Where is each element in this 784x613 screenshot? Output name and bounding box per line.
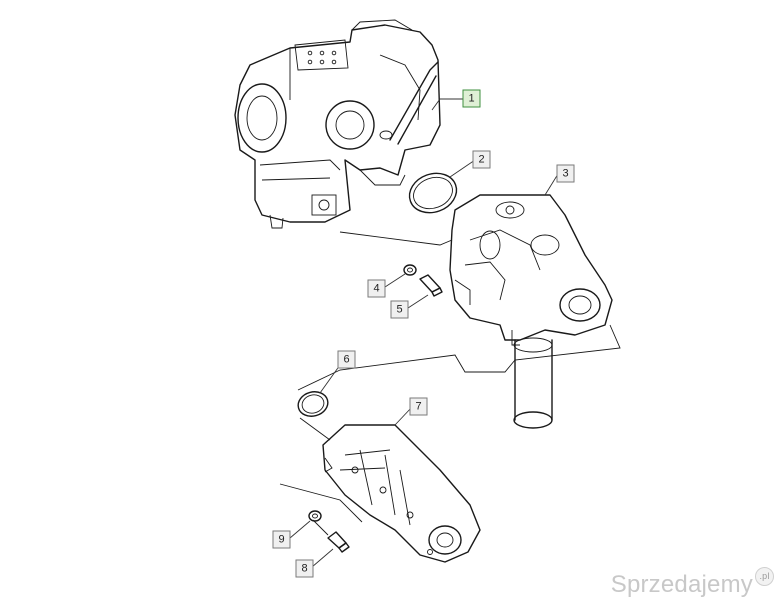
watermark-text: Sprzedajemy [610, 571, 753, 598]
callout-2-label: 2 [478, 154, 484, 166]
callout-1-label: 1 [468, 93, 474, 105]
callout-5-label: 5 [396, 304, 402, 316]
callout-7-label: 7 [415, 401, 421, 413]
callout-4: 4 [367, 279, 386, 298]
part-9-washer [308, 510, 322, 522]
callout-9-label: 9 [278, 534, 284, 546]
part-5-bolt [419, 274, 443, 297]
part-6-o-ring [297, 391, 329, 417]
callout-3-label: 3 [562, 168, 568, 180]
callout-3: 3 [556, 164, 575, 183]
part-4-washer [403, 264, 417, 276]
callout-6-label: 6 [343, 354, 349, 366]
part-1-housing [234, 19, 441, 229]
callout-8: 8 [295, 559, 314, 578]
watermark-pl-badge: .pl [755, 566, 774, 586]
callout-2: 2 [472, 150, 491, 169]
callout-5: 5 [390, 300, 409, 319]
callout-1: 1 [462, 89, 481, 108]
part-2-o-ring [408, 172, 458, 214]
part-7-gear-pump [322, 424, 481, 563]
callout-8-label: 8 [301, 563, 307, 575]
callout-4-label: 4 [373, 283, 379, 295]
callout-7: 7 [409, 397, 428, 416]
callout-6: 6 [337, 350, 356, 369]
callout-9: 9 [272, 530, 291, 549]
leader-lines [289, 98, 559, 568]
assembly-guide-lines [279, 231, 621, 536]
part-8-bolt [327, 531, 350, 553]
part-3-pump [449, 194, 613, 429]
sprzedajemy-watermark: Sprzedajemy .pl [610, 566, 774, 599]
